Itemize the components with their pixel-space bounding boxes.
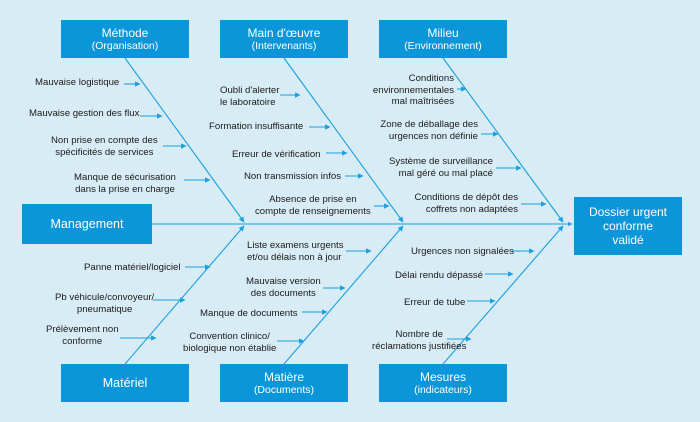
cause-label: Zone de déballage des urgences non défin… [380,119,478,142]
cause-label: Convention clinico/ biologique non établ… [183,331,277,354]
category-box-main-oeuvre: Main d'œuvre (Intervenants) [220,20,348,58]
cause-label: Système de surveillance mal géré ou mal … [389,156,493,179]
cause-label: Pb véhicule/convoyeur/ pneumatique [55,292,155,315]
category-subtitle: (Intervenants) [251,39,317,52]
bone-methode [124,57,245,223]
cause-label: Urgences non signalées [411,246,514,257]
cause-label: Liste examens urgents et/ou délais non à… [247,240,344,263]
category-subtitle: (Documents) [253,383,315,396]
cause-label: Nombre de réclamations justifiées [372,329,467,352]
effect-line: conforme [602,219,654,233]
category-subtitle: (Organisation) [91,39,159,52]
bone-milieu [442,57,564,223]
cause-label: Manque de sécurisation dans la prise en … [74,172,176,195]
bone-materiel [124,225,245,365]
bone-mesures [442,225,564,365]
effect-line: Dossier urgent [588,205,668,219]
cause-label: Prélèvement non conforme [46,324,119,347]
effect-box: Dossier urgent conforme validé [574,197,682,255]
cause-label: Mauvaise version des documents [246,276,321,299]
cause-label: Erreur de tube [404,297,466,308]
category-subtitle: (indicateurs) [414,383,472,396]
category-title: Matériel [102,376,148,390]
cause-label: Panne matériel/logiciel [84,262,181,273]
category-box-methode: Méthode (Organisation) [61,20,189,58]
cause-label: Conditions de dépôt des coffrets non ada… [414,192,518,215]
cause-label: Non transmission infos [244,171,342,182]
cause-label: Mauvaise logistique [35,77,120,88]
category-title: Matière [263,369,304,384]
cause-label: Conditions environnementales mal maîtris… [372,73,454,107]
cause-label: Absence de prise en compte de renseignem… [255,194,371,217]
cause-label: Formation insuffisante [209,121,304,132]
cause-label: Erreur de vérification [232,149,321,160]
cause-label: Non prise en compte des spécificités de … [51,135,158,158]
category-box-materiel: Matériel [61,364,189,402]
category-box-mesures: Mesures (indicateurs) [379,364,507,402]
category-title: Milieu [427,25,459,40]
category-subtitle: (Environnement) [404,39,482,52]
category-title: Management [50,217,124,231]
cause-label: Manque de documents [200,308,298,319]
category-box-matiere: Matière (Documents) [220,364,348,402]
effect-line: validé [612,233,644,247]
category-title: Mesures [419,369,466,384]
bone-main-oeuvre [283,57,404,223]
category-title: Méthode [101,25,149,40]
category-box-management: Management [22,204,152,244]
cause-label: Mauvaise gestion des flux [29,108,140,119]
category-box-milieu: Milieu (Environnement) [379,20,507,58]
category-title: Main d'œuvre [247,25,321,40]
cause-label: Délai rendu dépassé [395,270,484,281]
cause-label: Oubli d'alerter le laboratoire [220,85,280,108]
